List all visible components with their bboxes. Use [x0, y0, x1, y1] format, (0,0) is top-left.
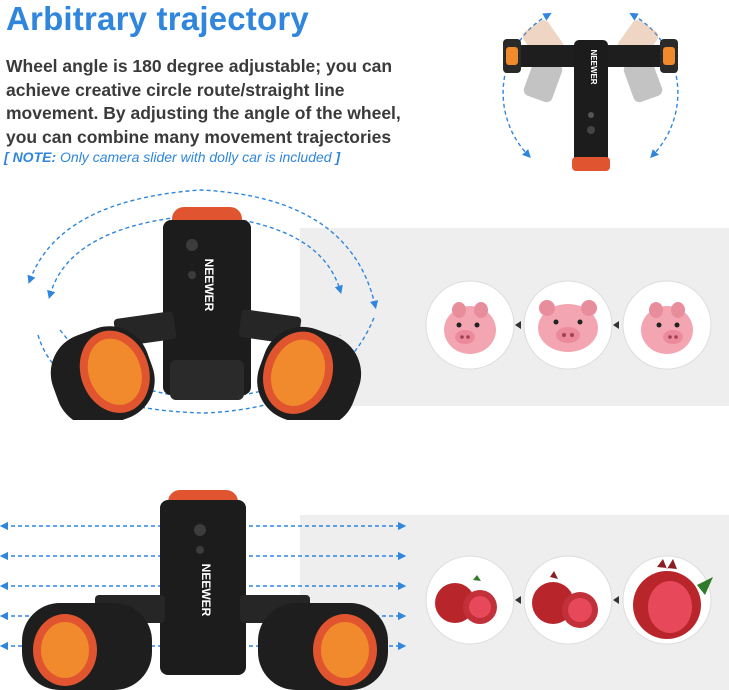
dolly-straight-illustration: NEEWER [0, 490, 407, 690]
brand-label-mid: NEEWER [202, 259, 216, 312]
dolly-angle-illustration: NEEWER [502, 12, 679, 171]
brand-label-bottom: NEEWER [199, 564, 213, 617]
pomegranate-photo-2 [523, 555, 613, 645]
dolly-body [574, 40, 608, 165]
note-text: [ NOTE: Only camera slider with dolly ca… [4, 149, 340, 165]
dolly-circle-illustration: NEEWER [27, 189, 379, 420]
description-text: Wheel angle is 180 degree adjustable; yo… [6, 56, 401, 147]
rotation-arc-left [502, 12, 552, 159]
pomegranate-photo-1 [425, 555, 515, 645]
dolly-body-mid [163, 220, 251, 395]
sequence-arrow-2 [613, 321, 619, 329]
pig-photo-2 [523, 280, 613, 370]
dolly-right-wheel-bottom [258, 603, 388, 690]
straight-result-sequence [425, 555, 713, 645]
page-title: Arbitrary trajectory [6, 0, 309, 37]
circle-result-sequence [425, 280, 712, 370]
pig-photo-1 [425, 280, 515, 370]
note-open-bracket: [ [4, 149, 9, 165]
sequence-arrow-3 [515, 596, 521, 604]
sequence-arrow-1 [515, 321, 521, 329]
dolly-left-wheel-bottom [22, 603, 152, 690]
dolly-body-bottom [160, 500, 246, 675]
dolly-left-wheel [50, 326, 155, 420]
dolly-right-wheel [257, 326, 362, 420]
brand-label-top: NEEWER [589, 49, 598, 84]
note-label: NOTE: [12, 149, 57, 165]
rotation-arc-right [629, 12, 679, 159]
pig-photo-3 [622, 280, 712, 370]
sequence-arrow-4 [613, 596, 619, 604]
circle-path-inner-top [47, 214, 343, 300]
circle-path-outer-bottom [37, 314, 376, 414]
note-close-bracket: ] [335, 149, 341, 165]
pomegranate-photo-3 [622, 555, 713, 645]
note-body: Only camera slider with dolly car is inc… [60, 149, 332, 165]
circle-path-outer-top [27, 189, 379, 310]
